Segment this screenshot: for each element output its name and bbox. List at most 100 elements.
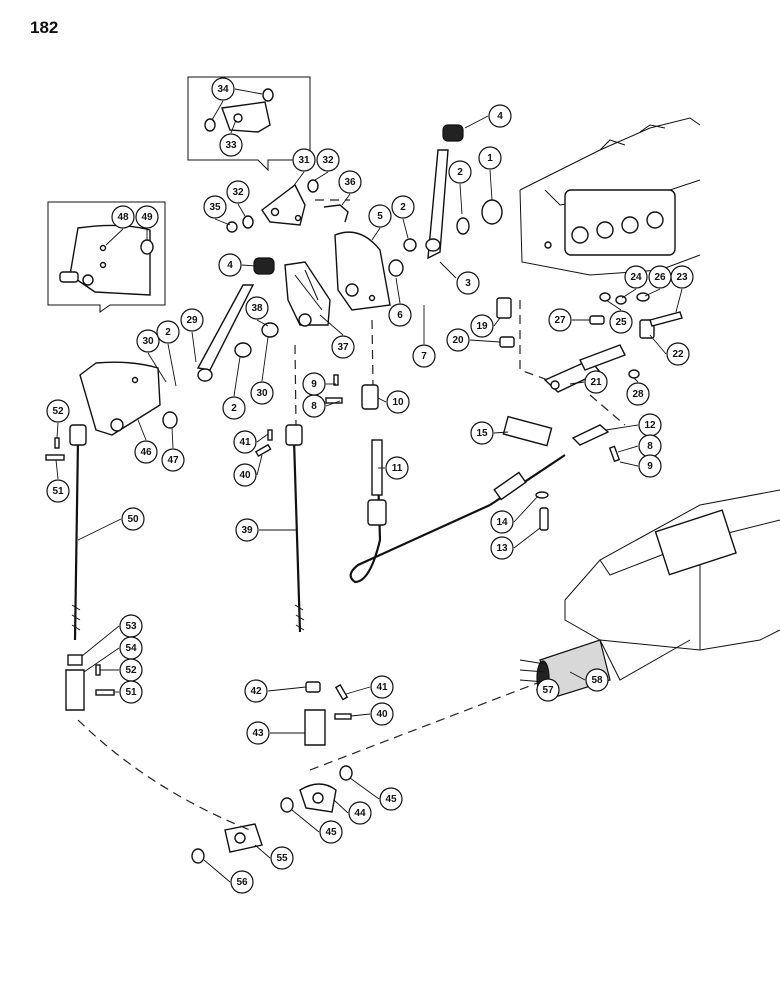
callout-number: 19 xyxy=(476,321,488,332)
callout-circle xyxy=(624,265,648,289)
callout-10: 10 xyxy=(386,390,410,414)
callout-circle xyxy=(316,148,340,172)
transmission-housing-bottom xyxy=(519,489,780,699)
callout-number: 14 xyxy=(496,517,508,528)
callout-33: 33 xyxy=(219,133,243,157)
callout-number: 48 xyxy=(117,212,129,223)
callout-number: 43 xyxy=(252,728,264,739)
callout-24: 24 xyxy=(624,265,648,289)
lower-linkage xyxy=(45,374,621,864)
callout-number: 21 xyxy=(590,377,602,388)
callout-2: 2 xyxy=(448,160,472,184)
callout-number: 2 xyxy=(400,202,406,213)
callout-26: 26 xyxy=(648,265,672,289)
callout-circle xyxy=(456,271,480,295)
callout-circle xyxy=(548,308,572,332)
callout-circle xyxy=(470,421,494,445)
callout-22: 22 xyxy=(666,342,690,366)
callout-circle xyxy=(391,195,415,219)
callout-46: 46 xyxy=(134,440,158,464)
callout-52: 52 xyxy=(119,658,143,682)
callout-number: 3 xyxy=(465,278,471,289)
callout-number: 53 xyxy=(125,621,137,632)
callout-circle xyxy=(478,146,502,170)
callout-2: 2 xyxy=(391,195,415,219)
callout-circle xyxy=(270,846,294,870)
callout-31: 31 xyxy=(292,148,316,172)
callout-circle xyxy=(134,440,158,464)
quadrant-segment-left xyxy=(79,361,178,436)
callout-53: 53 xyxy=(119,614,143,638)
callout-circle xyxy=(218,253,242,277)
callout-circle xyxy=(490,536,514,560)
callout-number: 9 xyxy=(311,379,317,390)
lever-left xyxy=(196,257,275,382)
callout-circle xyxy=(338,170,362,194)
callout-circle xyxy=(46,479,70,503)
callout-number: 15 xyxy=(476,428,488,439)
callout-number: 37 xyxy=(337,342,349,353)
callout-25: 25 xyxy=(609,310,633,334)
callout-35: 35 xyxy=(203,195,227,219)
callout-40: 40 xyxy=(233,463,257,487)
callout-32: 32 xyxy=(316,148,340,172)
callout-number: 33 xyxy=(225,140,237,151)
callout-15: 15 xyxy=(470,421,494,445)
callout-circle xyxy=(121,507,145,531)
callout-number: 2 xyxy=(231,403,237,414)
alignment-lines xyxy=(77,199,626,831)
callout-circle xyxy=(319,820,343,844)
callout-circle xyxy=(490,510,514,534)
callout-number: 52 xyxy=(125,665,137,676)
callout-circle xyxy=(211,77,235,101)
callout-number: 24 xyxy=(630,272,642,283)
callout-circle xyxy=(222,396,246,420)
callout-40: 40 xyxy=(370,702,394,726)
callout-number: 45 xyxy=(385,794,397,805)
callout-47: 47 xyxy=(161,448,185,472)
callout-circle xyxy=(250,381,274,405)
callout-55: 55 xyxy=(270,846,294,870)
callout-number: 9 xyxy=(647,461,653,472)
callout-number: 51 xyxy=(52,486,64,497)
transmission-housing-top xyxy=(519,117,701,276)
callout-number: 10 xyxy=(392,397,404,408)
callout-circle xyxy=(648,265,672,289)
callout-12: 12 xyxy=(638,413,662,437)
callout-number: 34 xyxy=(217,84,229,95)
selector-linkage xyxy=(496,292,683,531)
callout-48: 48 xyxy=(111,205,135,229)
callout-number: 30 xyxy=(256,388,268,399)
callout-circle xyxy=(585,668,609,692)
callout-number: 52 xyxy=(52,406,64,417)
callout-number: 27 xyxy=(554,315,566,326)
callout-number: 22 xyxy=(672,349,684,360)
callout-number: 5 xyxy=(377,211,383,222)
callout-number: 32 xyxy=(232,187,244,198)
callout-circle xyxy=(246,721,270,745)
callout-circle xyxy=(379,787,403,811)
callout-circle xyxy=(470,314,494,338)
callout-circle xyxy=(446,328,470,352)
callout-circle xyxy=(412,344,436,368)
control-rod-center xyxy=(285,424,305,633)
callout-2: 2 xyxy=(156,320,180,344)
callout-number: 46 xyxy=(140,447,152,458)
callout-number: 8 xyxy=(311,401,317,412)
callout-number: 32 xyxy=(322,155,334,166)
callout-number: 13 xyxy=(496,543,508,554)
control-cable xyxy=(349,384,566,584)
callout-27: 27 xyxy=(548,308,572,332)
callout-circle xyxy=(386,390,410,414)
callout-circle xyxy=(244,679,268,703)
callout-1: 1 xyxy=(478,146,502,170)
callout-circle xyxy=(448,160,472,184)
callout-number: 28 xyxy=(632,389,644,400)
callout-13: 13 xyxy=(490,536,514,560)
callout-number: 2 xyxy=(165,327,171,338)
pivot-plate xyxy=(226,179,349,233)
callout-number: 31 xyxy=(298,155,310,166)
callout-30: 30 xyxy=(136,329,160,353)
callout-54: 54 xyxy=(119,636,143,660)
callout-circle xyxy=(385,456,409,480)
